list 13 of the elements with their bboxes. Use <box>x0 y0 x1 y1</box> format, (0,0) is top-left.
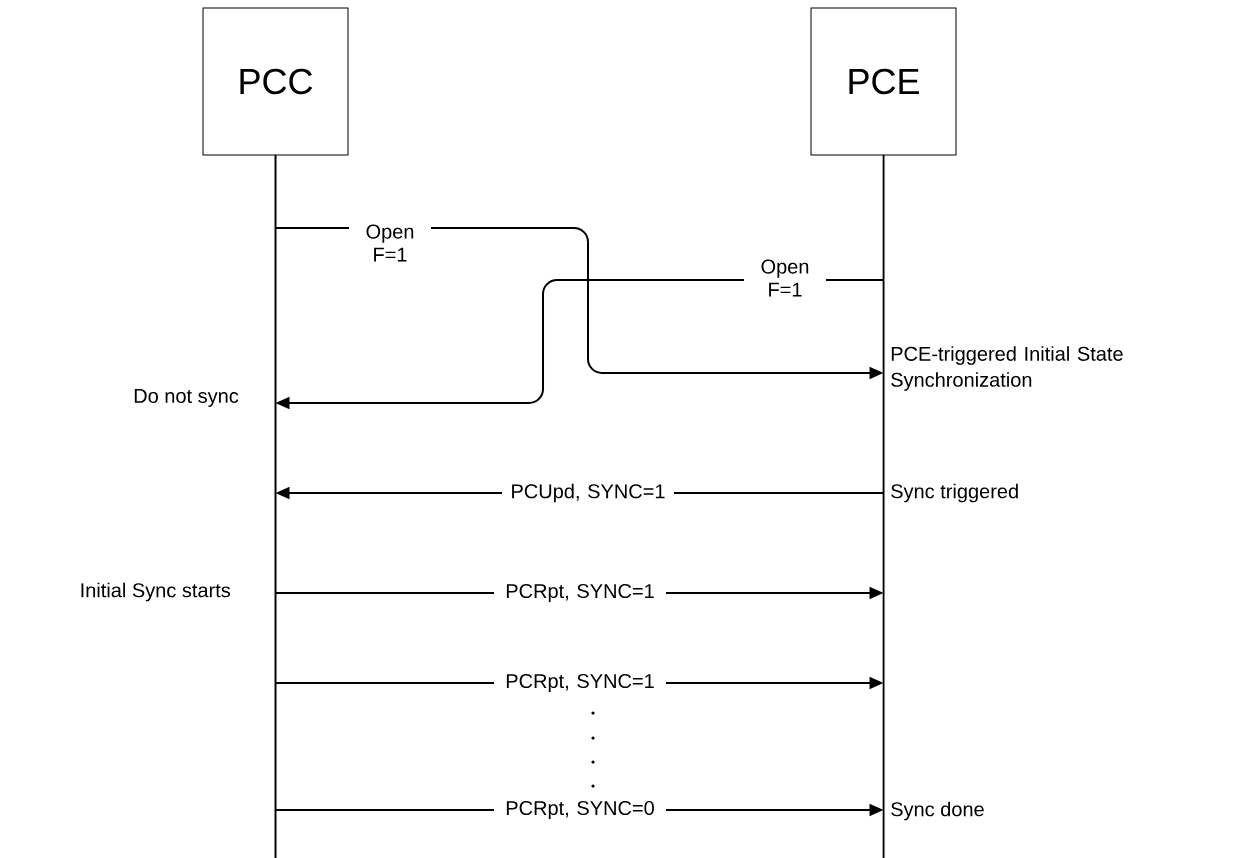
edge-label: PCUpd, SYNC=1 <box>502 482 674 504</box>
note-text: Sync done <box>891 801 984 821</box>
note-text: Initial Sync starts <box>81 582 231 602</box>
participant-box: PCC <box>202 7 349 156</box>
edge-label: PCRpt, SYNC=0 <box>494 799 666 821</box>
note-text: Sync triggered <box>891 483 1018 503</box>
note-text: PCE-triggered Initial State Synchronization <box>891 346 1123 391</box>
note-text: Do not sync <box>134 389 239 407</box>
participant-box: PCE <box>810 7 957 156</box>
edge-label: Open F=1 <box>744 258 826 298</box>
edge-label: PCRpt, SYNC=1 <box>494 582 666 604</box>
edge-label: Open F=1 <box>349 223 431 263</box>
edge-label: PCRpt, SYNC=1 <box>494 672 666 694</box>
